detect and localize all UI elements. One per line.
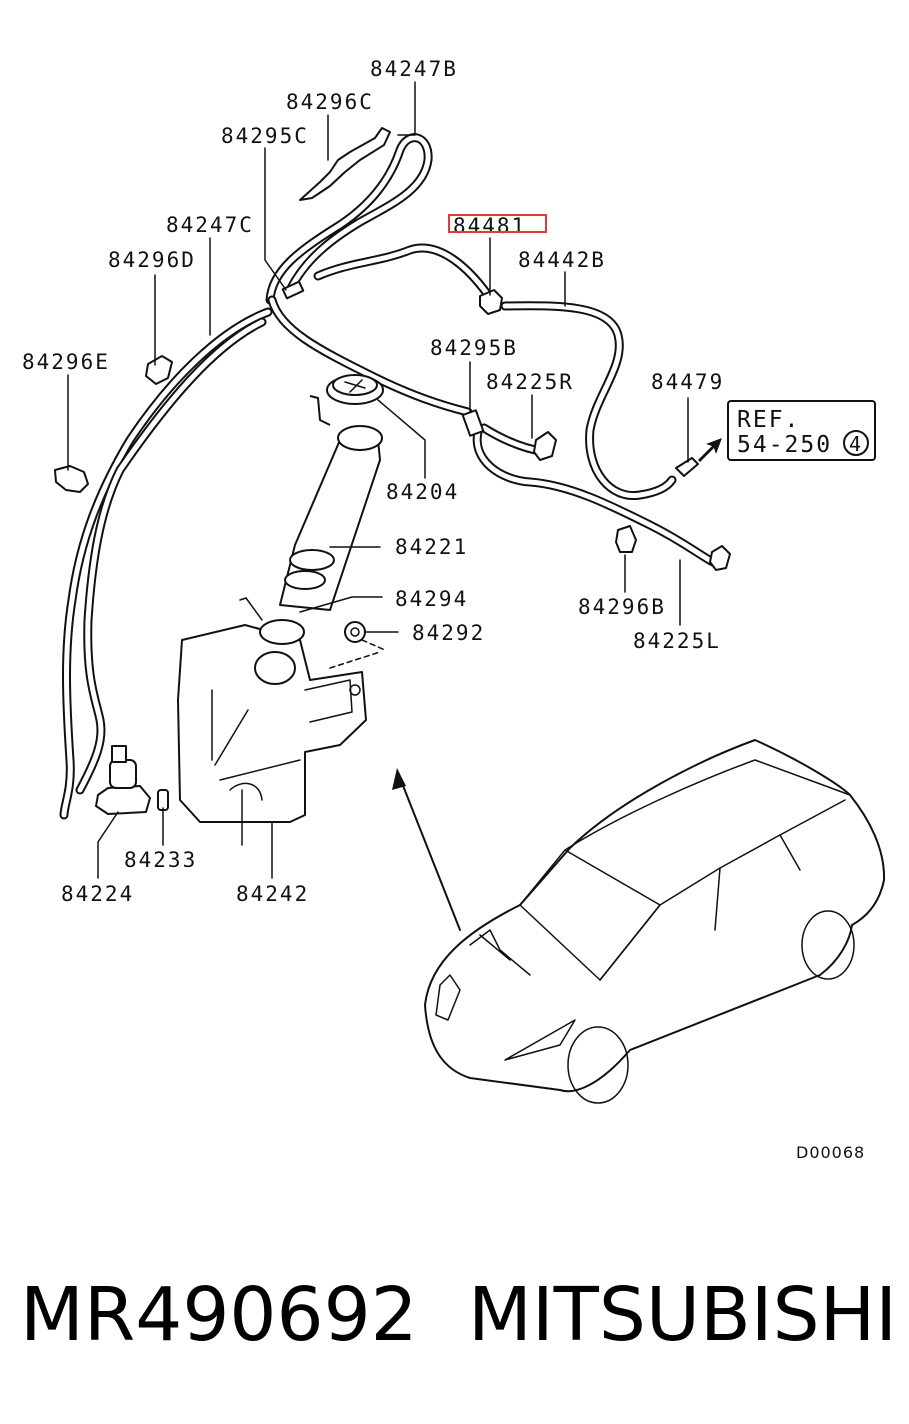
label-84294: 84294 [395, 587, 468, 611]
hose-assembly [59, 133, 725, 820]
label-84292: 84292 [412, 621, 485, 645]
washer-tank-assembly [95, 374, 386, 846]
footer-brand: MITSUBISHI [468, 1272, 897, 1358]
ref-line1: REF. [737, 407, 800, 433]
ref-circle-number: 4 [849, 432, 861, 456]
leader-lines [67, 81, 689, 879]
label-84247C: 84247C [166, 213, 254, 237]
label-84233: 84233 [124, 848, 197, 872]
label-84242: 84242 [236, 882, 309, 906]
label-84479: 84479 [651, 370, 724, 394]
label-84442B: 84442B [518, 248, 606, 272]
label-84296E: 84296E [22, 350, 110, 374]
label-84204: 84204 [386, 480, 459, 504]
highlight-box [448, 214, 547, 233]
label-84221: 84221 [395, 535, 468, 559]
small-parts [54, 127, 731, 571]
vehicle-outline [392, 739, 886, 1104]
part-labels: 84247B 84296C 84295C 84481 84247C 84296D… [22, 57, 724, 906]
label-84224: 84224 [61, 882, 134, 906]
label-84481: 84481 [453, 214, 526, 238]
footer-part-number: MR490692 [20, 1272, 418, 1358]
diagram-code: D00068 [796, 1143, 865, 1162]
label-84296B: 84296B [578, 595, 666, 619]
label-84225R: 84225R [486, 370, 574, 394]
label-84295B: 84295B [430, 336, 518, 360]
label-84296D: 84296D [108, 248, 196, 272]
reference-box: REF. 54-250 4 [727, 400, 876, 461]
label-84247B: 84247B [370, 57, 458, 81]
label-84225L: 84225L [633, 629, 721, 653]
label-84295C: 84295C [221, 124, 309, 148]
ref-line2: 54-250 [737, 432, 832, 458]
label-84296C: 84296C [286, 90, 374, 114]
